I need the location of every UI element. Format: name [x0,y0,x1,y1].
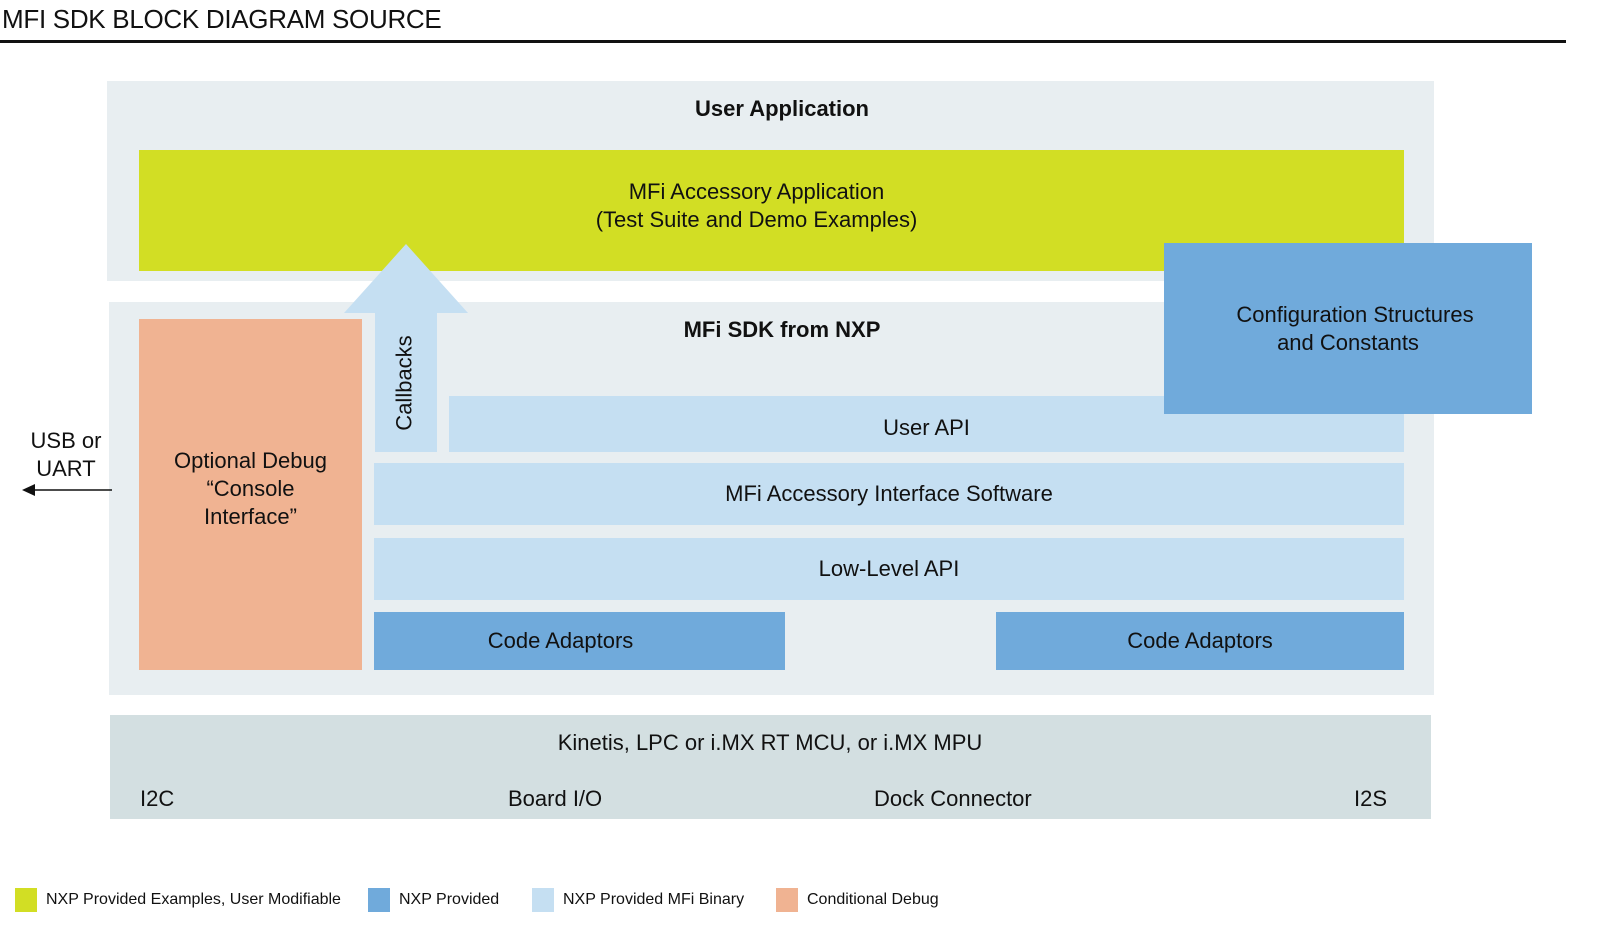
code-adaptors-left: Code Adaptors [374,612,785,670]
usb-uart-line1: USB or [30,428,102,453]
mcu-interface-dock-connector: Dock Connector [874,786,1032,811]
title-divider [0,40,1566,43]
legend-swatch-salmon [776,888,798,912]
legend-label: NXP Provided MFi Binary [563,891,745,908]
usb-uart-line2: UART [36,456,96,481]
usb-uart-label: USB or UART [20,427,112,483]
legend-item: NXP Provided MFi Binary [532,888,744,912]
debug-line1: Optional Debug [174,448,327,473]
debug-line3: Interface” [204,504,297,529]
legend-item: NXP Provided [368,888,499,912]
mfi-sdk-title: MFi SDK from NXP [683,317,881,342]
diagram-title: MFI SDK BLOCK DIAGRAM SOURCE [2,4,442,34]
legend-swatch-light-blue [532,888,554,912]
left-arrow-icon [22,484,112,496]
mfi-accessory-interface-software-layer: MFi Accessory Interface Software [374,463,1404,525]
code-adaptors-right: Code Adaptors [996,612,1404,670]
config-line2: and Constants [1277,329,1419,355]
legend-label: Conditional Debug [807,891,939,908]
callbacks-arrow-icon [344,244,468,452]
legend-item: NXP Provided Examples, User Modifiable [15,888,341,912]
optional-debug-console-block: Optional Debug “Console Interface” [139,319,362,670]
mcu-interface-i2s: I2S [1354,786,1388,811]
callbacks-label: Callbacks [392,335,417,431]
configuration-structures-block: Configuration Structures and Constants [1164,243,1532,414]
legend-item: Conditional Debug [776,888,939,912]
mcu-interface-i2c: I2C [140,786,175,811]
legend-label: NXP Provided [399,891,500,908]
accessory-app-line2: (Test Suite and Demo Examples) [595,207,918,232]
legend-swatch-blue [368,888,390,912]
debug-line2: “Console [206,476,295,501]
callbacks-label-wrapper: Callbacks [373,316,437,450]
user-application-title: User Application [695,96,869,121]
low-level-api-layer: Low-Level API [374,538,1404,600]
legend-swatch-lime [15,888,37,912]
mcu-title: Kinetis, LPC or i.MX RT MCU, or i.MX MPU [557,730,983,755]
mcu-block [110,715,1431,819]
mcu-interface-board-io: Board I/O [508,786,603,811]
accessory-app-line1: MFi Accessory Application [628,179,885,204]
legend-label: NXP Provided Examples, User Modifiable [46,891,341,908]
config-line1: Configuration Structures [1236,301,1474,327]
